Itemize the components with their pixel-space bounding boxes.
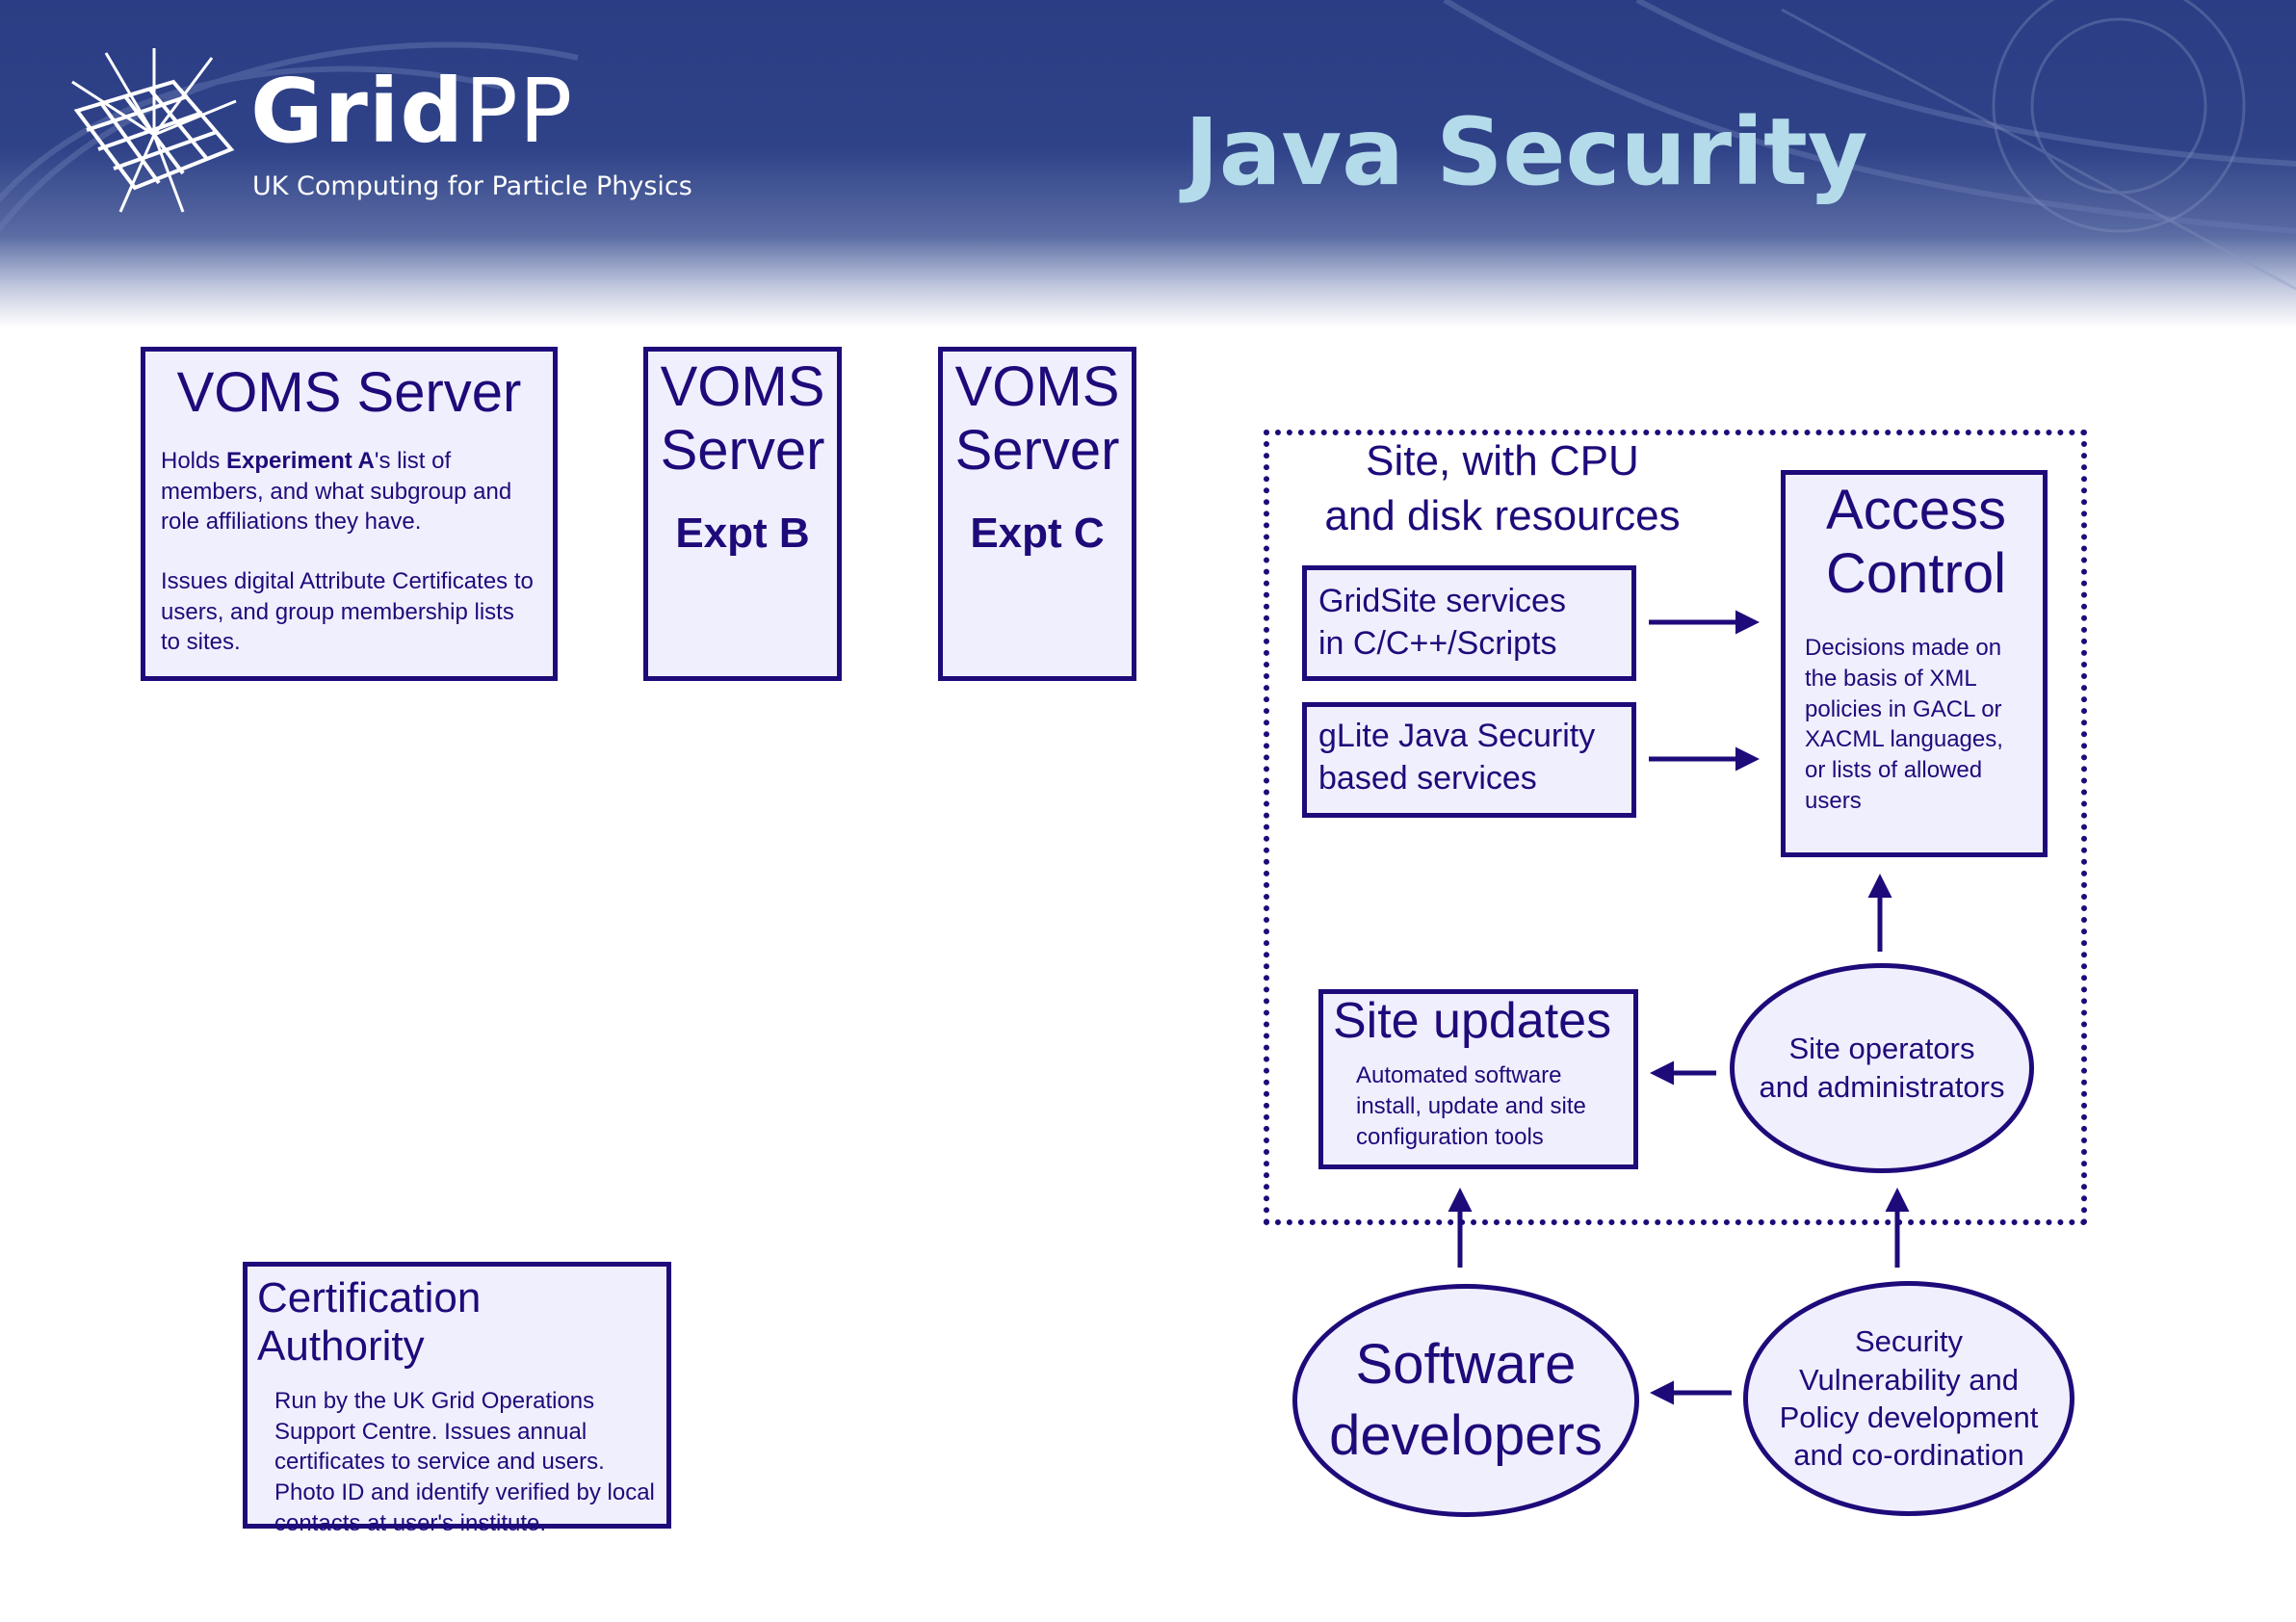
voms-c-line2: Server [954, 419, 1120, 483]
security-line4: and co-ordination [1793, 1438, 2024, 1473]
security-line3: Policy development [1779, 1400, 2039, 1434]
logo-word-bold: Grid [250, 60, 465, 163]
access-control-box: Access Control Decisions made on the bas… [1781, 470, 2048, 857]
gridsite-line1: GridSite services [1318, 583, 1566, 619]
voms-server-c-box: VOMS Server Expt C [938, 347, 1136, 681]
logo-word-light: PP [464, 60, 574, 163]
glite-services-box: gLite Java Security based services [1302, 702, 1636, 818]
voms-a-para1-pre: Holds [161, 448, 227, 475]
site-updates-title: Site updates [1333, 993, 1612, 1049]
voms-a-para1: Holds Experiment A's list of members, an… [161, 446, 537, 537]
access-control-line2: Control [1826, 542, 2006, 606]
gridsite-line2: in C/C++/Scripts [1318, 625, 1557, 663]
gridsite-services-box: GridSite services in C/C++/Scripts [1302, 565, 1636, 681]
certification-authority-box: Certification Authority Run by the UK Gr… [243, 1262, 671, 1536]
software-developers-ellipse: Software developers [1292, 1284, 1639, 1517]
logo-subtitle: UK Computing for Particle Physics [252, 171, 692, 201]
voms-c-line1: VOMS [954, 355, 1120, 418]
slide-title: Java Security [1185, 98, 1868, 206]
ca-title: Certification Authority [257, 1274, 482, 1370]
gridpp-logo-icon [71, 48, 237, 213]
voms-a-title: VOMS Server [176, 361, 522, 424]
voms-a-para2: Issues digital Attribute Certificates to… [161, 568, 534, 656]
security-line2: Vulnerability and [1798, 1362, 2020, 1397]
software-developers-line1: Software [1355, 1332, 1577, 1396]
voms-c-expt: Expt C [970, 510, 1105, 558]
ca-body: Run by the UK Grid Operations Support Ce… [274, 1388, 655, 1536]
site-operators-ellipse: Site operators and administrators [1730, 963, 2034, 1173]
voms-server-b-box: VOMS Server Expt B [643, 347, 842, 681]
security-vulnerability-ellipse: Security Vulnerability and Policy develo… [1743, 1281, 2074, 1516]
site-label: Site, with CPU and disk resources [1286, 433, 1719, 543]
software-developers-line2: developers [1329, 1404, 1603, 1467]
security-line1: Security [1855, 1324, 1963, 1359]
voms-b-line2: Server [660, 419, 825, 483]
voms-b-line1: VOMS [660, 355, 825, 418]
site-boundary [1264, 430, 2087, 1225]
voms-a-para1-bold: Experiment A [226, 448, 375, 475]
access-control-line1: Access [1826, 479, 2006, 541]
header-banner: GridPP UK Computing for Particle Physics… [0, 0, 2296, 327]
site-label-line1: Site, with CPU [1366, 437, 1639, 484]
voms-b-expt: Expt B [675, 510, 810, 558]
access-control-body: Decisions made on the basis of XML polic… [1805, 635, 2003, 814]
site-updates-box: Site updates Automated software install,… [1318, 989, 1638, 1169]
site-label-line2: and disk resources [1324, 492, 1681, 540]
logo-wordmark: GridPP [250, 67, 573, 156]
glite-line2: based services [1318, 760, 1537, 798]
voms-server-a-box: VOMS Server Holds Experiment A's list of… [141, 347, 558, 681]
voms-a-para1-post: 's list of members, and what subgroup an… [161, 448, 512, 536]
glite-line1: gLite Java Security [1318, 718, 1596, 754]
site-operators-line2: and administrators [1759, 1070, 2005, 1104]
site-operators-line1: Site operators [1788, 1031, 1975, 1065]
site-updates-body: Automated software install, update and s… [1356, 1062, 1586, 1150]
